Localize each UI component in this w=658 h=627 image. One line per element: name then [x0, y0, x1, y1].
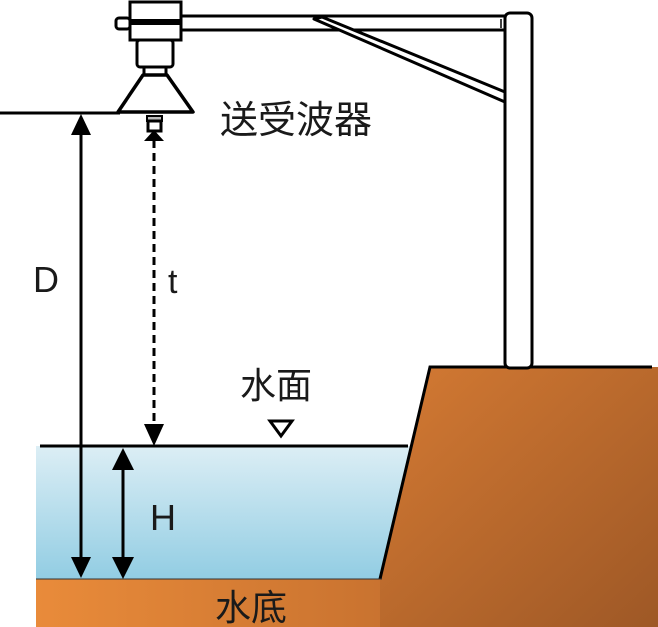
diagonal-brace [312, 15, 507, 104]
height-h-label: H [150, 497, 176, 538]
water-bottom-label: 水底 [215, 588, 287, 627]
distance-t-arrow [144, 130, 164, 446]
distance-t-label: t [168, 263, 178, 301]
embankment [380, 367, 658, 627]
water-surface-label: 水面 [240, 366, 312, 407]
transducer-label: 送受波器 [220, 98, 372, 142]
water-surface-marker-icon [267, 419, 295, 439]
distance-d-label: D [33, 259, 59, 300]
embankment-outline [378, 365, 652, 580]
transducer-icon [114, 0, 195, 133]
height-h-arrow [112, 448, 134, 579]
distance-d-arrow [71, 114, 91, 578]
water-body [36, 446, 416, 579]
water-bottom-soil [36, 579, 436, 627]
mounting-pole [503, 11, 534, 370]
